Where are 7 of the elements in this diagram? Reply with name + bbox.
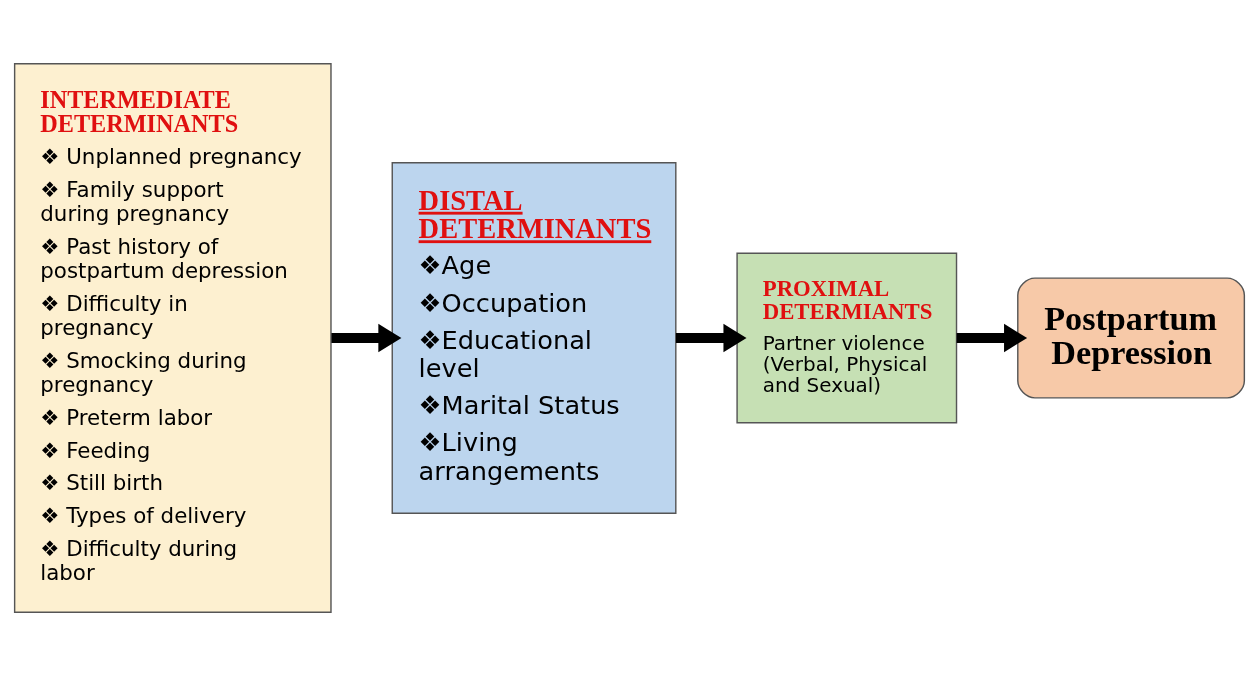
node-box: INTERMEDIATE DETERMINANTS ❖ Unplanned pregnancy ❖ Family support during pregnancy ❖ Past history of postpartum depression ❖ Difficulty in pregnancy ❖ Smocking during pregnancy ❖ Preterm labor ❖ Feeding ❖ Still birth ❖ Types of delivery ❖ Difficulty during labor <box>13 63 332 613</box>
node-box: Postpartum Depression <box>1017 277 1246 399</box>
arrow <box>956 323 1028 353</box>
arrow <box>675 323 747 353</box>
node-box: PROXIMAL DETERMIANTS Partner violence (Verbal, Physical and Sexual) <box>736 252 958 424</box>
node-box: DISTAL DETERMINANTS ❖Age ❖Occupation ❖Educational level ❖Marital Status ❖Living arrangements <box>391 162 677 514</box>
arrow <box>331 323 402 353</box>
